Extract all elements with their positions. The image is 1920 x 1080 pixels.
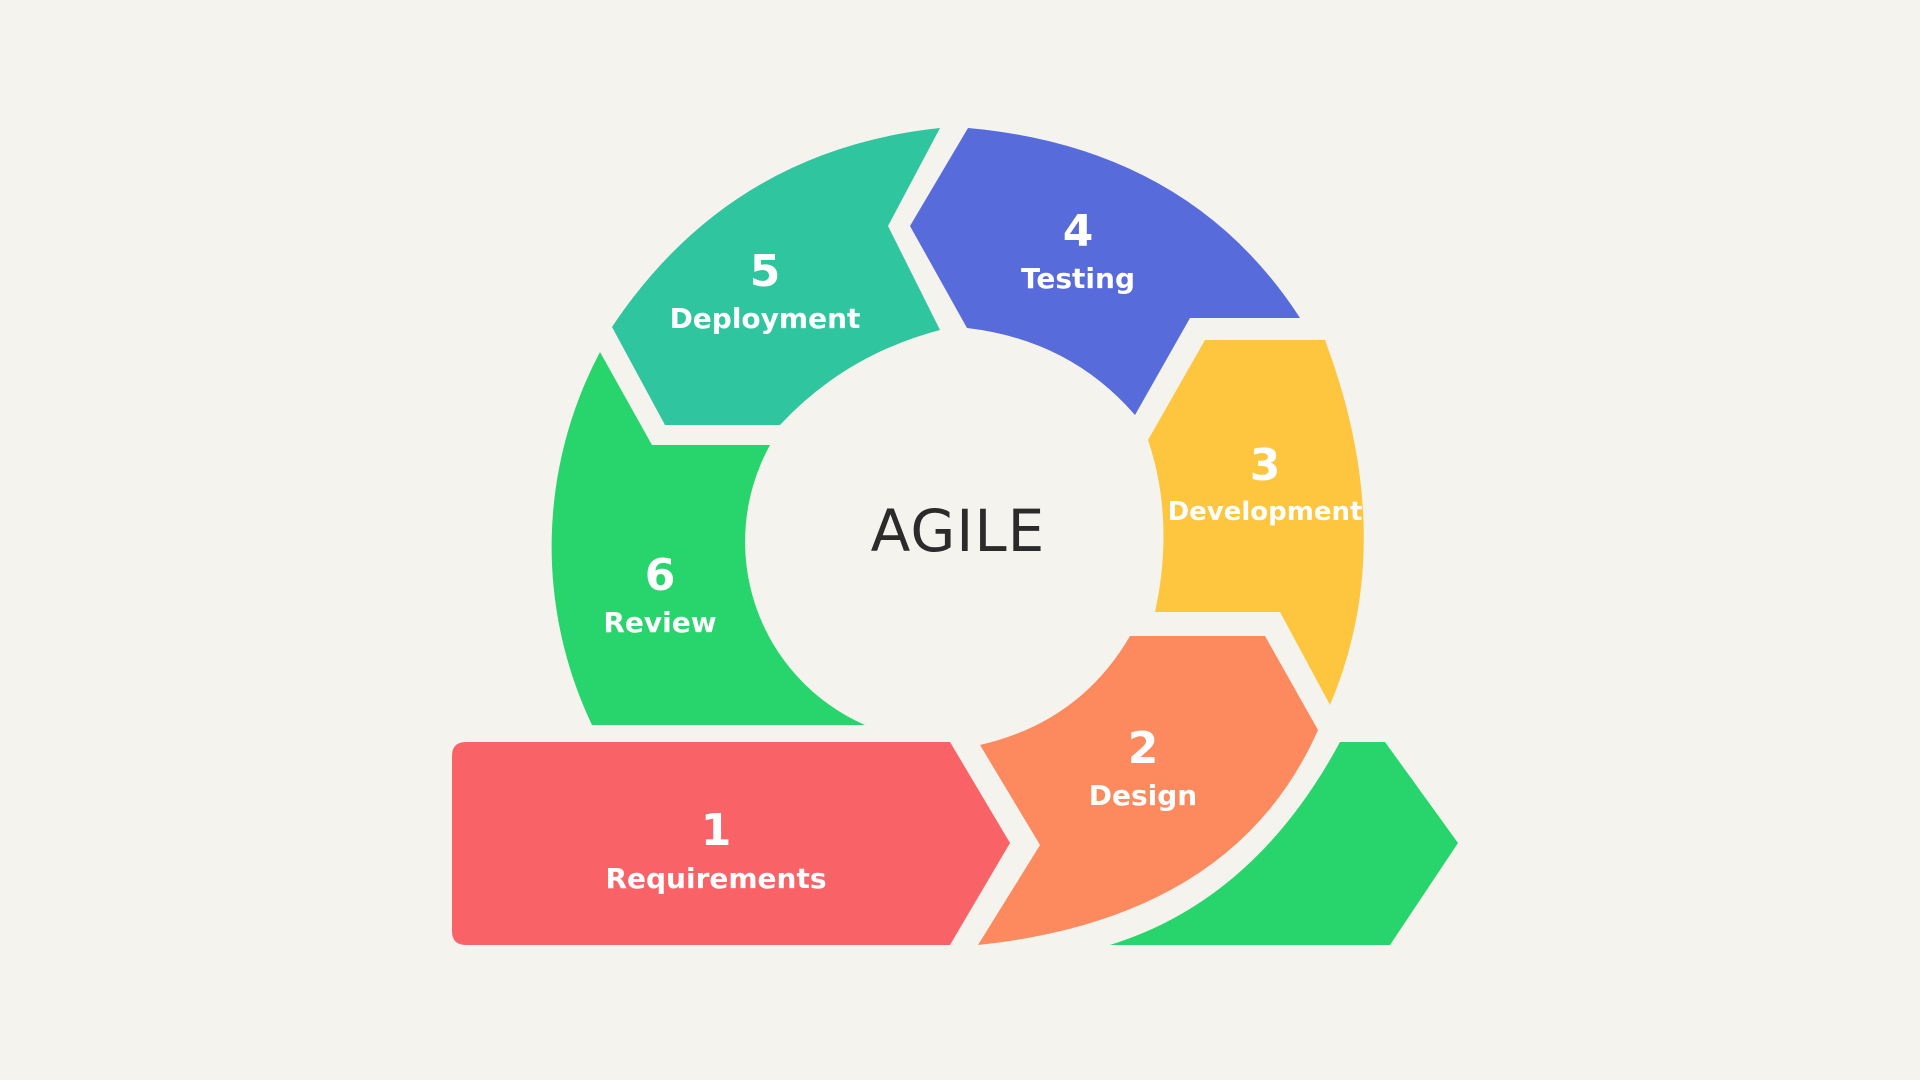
stage-review-label: Review [603,606,716,639]
center-title: AGILE [871,497,1046,565]
stage-requirements-label: Requirements [605,862,826,895]
stage-testing-label: Testing [1021,262,1135,295]
stage-testing-segment [910,128,1300,415]
exit-arrow [1110,742,1458,945]
stage-requirements-segment [452,742,1010,945]
stage-development-label: Development [1168,497,1363,527]
stage-development-segment [1148,340,1364,705]
stage-testing-number: 4 [1063,206,1094,257]
stage-deployment-label: Deployment [670,302,861,335]
stage-design-segment [978,636,1318,945]
stage-design-label: Design [1089,779,1197,812]
stage-review-number: 6 [645,550,676,601]
stage-requirements-number: 1 [701,805,732,856]
stage-deployment-segment [612,128,940,425]
stage-review-segment [551,352,865,725]
stage-deployment-number: 5 [750,246,781,297]
stage-development-number: 3 [1250,440,1281,491]
stage-design-number: 2 [1128,723,1159,774]
